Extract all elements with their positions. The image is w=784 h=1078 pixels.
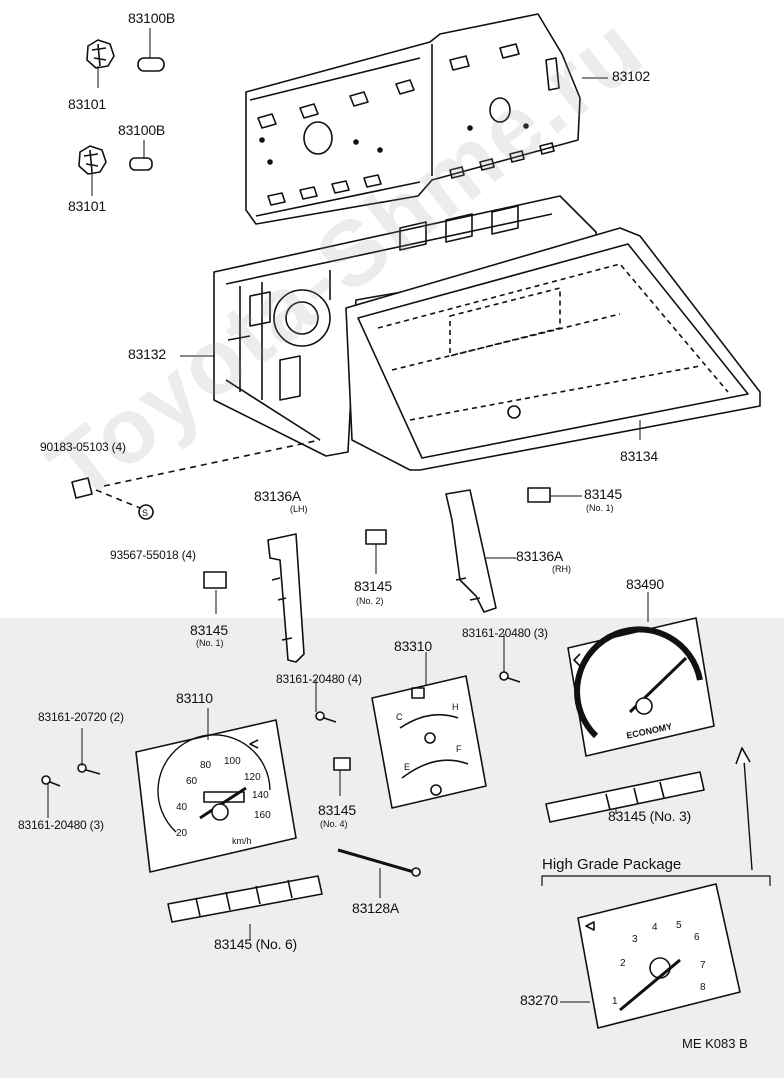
part-label-83128a: 83128A <box>352 900 400 916</box>
part-note-no2: (No. 2) <box>356 596 384 606</box>
gauge-letter-cold: C <box>396 712 403 722</box>
socket-83101-lower <box>78 145 107 175</box>
bracket-83136a-lh <box>267 533 305 663</box>
leader-lines <box>47 28 649 1003</box>
part-note-lh: (LH) <box>290 504 308 514</box>
printed-circuit-83102 <box>245 13 581 225</box>
part-label-83161-20480-3-lower: 83161-20480 (3) <box>18 818 104 832</box>
tach-tick-7: 7 <box>700 960 706 971</box>
part-label-83132: 83132 <box>128 346 166 362</box>
part-label-83100b-lower: 83100B <box>118 122 166 138</box>
high-grade-package-label: High Grade Package <box>542 856 682 873</box>
part-label-83136a-lh: 83136A <box>254 488 302 504</box>
window-83145-no1-right <box>527 487 551 503</box>
socket-83101-upper <box>86 39 115 69</box>
economy-meter-83490 <box>567 617 715 757</box>
part-label-83270: 83270 <box>520 992 558 1008</box>
part-label-83145-no2: 83145 <box>354 578 392 594</box>
pointer-line <box>743 759 753 871</box>
part-label-83490: 83490 <box>626 576 664 592</box>
speedo-tick-20: 20 <box>176 828 188 839</box>
part-label-83161-20720: 83161-20720 (2) <box>38 710 124 724</box>
part-label-83101-lower: 83101 <box>68 198 106 214</box>
part-label-83161-20480-3-upper: 83161-20480 (3) <box>462 626 548 640</box>
tach-tick-1: 1 <box>612 996 618 1007</box>
gauge-letter-empty: E <box>404 762 411 772</box>
speedo-tick-100: 100 <box>224 756 241 767</box>
pointer-arrowhead <box>735 747 751 765</box>
part-note-no4: (No. 4) <box>320 819 348 829</box>
indicator-strip-83145-no3 <box>545 771 705 823</box>
fuel-temp-gauge-83310 <box>371 675 487 809</box>
tach-tick-5: 5 <box>676 920 682 931</box>
speedo-tick-120: 120 <box>244 772 261 783</box>
part-label-83145-no1-left: 83145 <box>190 622 228 638</box>
meter-hood-83134 <box>345 227 761 471</box>
screw-83161-left-1 <box>77 763 101 775</box>
window-83145-no1-left <box>203 571 227 589</box>
svg-text:S: S <box>142 508 148 518</box>
part-label-83100b-upper: 83100B <box>128 10 176 26</box>
part-label-90183: 90183-05103 (4) <box>40 440 126 454</box>
part-label-83145-no4: 83145 <box>318 802 356 818</box>
screw-83161-mid <box>315 711 337 723</box>
part-label-83145-no3: 83145 (No. 3) <box>608 808 692 824</box>
part-note-no1-right: (No. 1) <box>586 503 614 513</box>
shaft-83128a <box>337 848 421 877</box>
gauge-letter-full: F <box>456 744 462 754</box>
part-label-83134: 83134 <box>620 448 658 464</box>
screw-83161-upper-right <box>499 671 521 683</box>
part-label-83310: 83310 <box>394 638 432 654</box>
meter-case-83132 <box>213 195 597 457</box>
speedometer-83110 <box>135 719 297 873</box>
tach-tick-2: 2 <box>620 958 626 969</box>
speedo-unit: km/h <box>232 836 252 846</box>
speedo-tick-40: 40 <box>176 802 188 813</box>
part-label-93567: 93567-55018 (4) <box>110 548 196 562</box>
high-grade-bracket <box>541 875 771 886</box>
bulb-83100b-upper <box>137 57 165 72</box>
assembly-line <box>95 439 321 509</box>
part-label-83161-20480-4: 83161-20480 (4) <box>276 672 362 686</box>
tach-tick-3: 3 <box>632 934 638 945</box>
speedo-tick-140: 140 <box>252 790 269 801</box>
part-label-83101-upper: 83101 <box>68 96 106 112</box>
tach-tick-8: 8 <box>700 982 706 993</box>
part-note-rh: (RH) <box>552 564 571 574</box>
window-83145-no2 <box>365 529 387 545</box>
part-label-83136a-rh: 83136A <box>516 548 564 564</box>
tach-tick-6: 6 <box>694 932 700 943</box>
bracket-83136a-rh <box>445 489 497 613</box>
clip-90183 <box>71 477 93 499</box>
tach-tick-4: 4 <box>652 922 658 933</box>
speedo-tick-160: 160 <box>254 810 271 821</box>
screw-83161-left-2 <box>41 775 61 787</box>
indicator-strip-83145-no6 <box>167 875 323 923</box>
part-label-83102: 83102 <box>612 68 650 84</box>
speedo-tick-80: 80 <box>200 760 212 771</box>
part-label-83145-no6: 83145 (No. 6) <box>214 936 298 952</box>
speedo-tick-60: 60 <box>186 776 198 787</box>
window-83145-no4 <box>333 757 351 771</box>
gauge-letter-hot: H <box>452 702 459 712</box>
part-label-83145-no1-right: 83145 <box>584 486 622 502</box>
part-label-83110: 83110 <box>176 690 213 706</box>
screw-93567: S <box>138 504 154 520</box>
bulb-83100b-lower <box>129 157 153 171</box>
tachometer-83270 <box>577 883 741 1029</box>
diagram-code: ME K083 B <box>682 1036 748 1051</box>
part-note-no1-left: (No. 1) <box>196 638 224 648</box>
